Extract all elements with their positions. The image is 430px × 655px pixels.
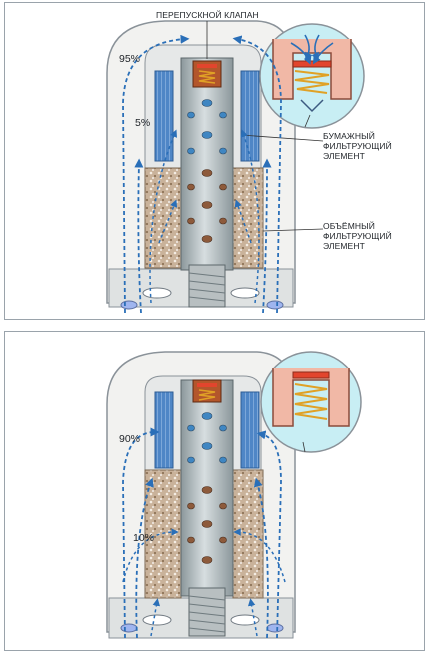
core-holes-lower	[187, 486, 227, 564]
paper-element-right	[240, 70, 260, 162]
filter-diagram-bottom: 90% 10%	[4, 331, 425, 651]
filter-cutaway-top	[106, 20, 365, 314]
bulk-flow-percent: 10%	[133, 532, 155, 544]
bulk-element-left	[144, 167, 182, 269]
flow-arrows-main	[122, 34, 282, 314]
seal-right	[266, 623, 284, 633]
center-core	[180, 57, 234, 271]
flow-arrows-paper	[122, 427, 282, 639]
filter-diagram-top: ПЕРЕПУСКНОЙ КЛАПАН БУМАЖНЫЙ ФИЛЬТРУЮЩИЙ …	[4, 2, 425, 320]
bypass-flow-percent: 5%	[135, 117, 151, 129]
seal-left	[120, 300, 138, 310]
seal-right	[266, 300, 284, 310]
paper-element-left	[154, 70, 174, 162]
core-holes-lower	[187, 169, 227, 243]
seal-left	[120, 623, 138, 633]
paper-element-right	[240, 391, 260, 469]
filter-cutaway-bottom	[106, 351, 362, 639]
bulk-element-label: ОБЪЁМНЫЙ ФИЛЬТРУЮЩИЙ ЭЛЕМЕНТ	[323, 221, 392, 251]
flow-arrows-bypass	[149, 129, 260, 304]
paper-element-label: БУМАЖНЫЙ ФИЛЬТРУЮЩИЙ ЭЛЕМЕНТ	[323, 131, 392, 161]
flow-arrows-bulk	[122, 528, 286, 637]
paper-element-left	[154, 391, 174, 469]
bypass-valve-label: ПЕРЕПУСКНОЙ КЛАПАН	[156, 10, 259, 20]
core-holes	[187, 412, 227, 464]
main-flow-percent: 95%	[119, 53, 141, 65]
paper-flow-percent: 90%	[119, 433, 141, 445]
core-holes	[187, 99, 227, 155]
